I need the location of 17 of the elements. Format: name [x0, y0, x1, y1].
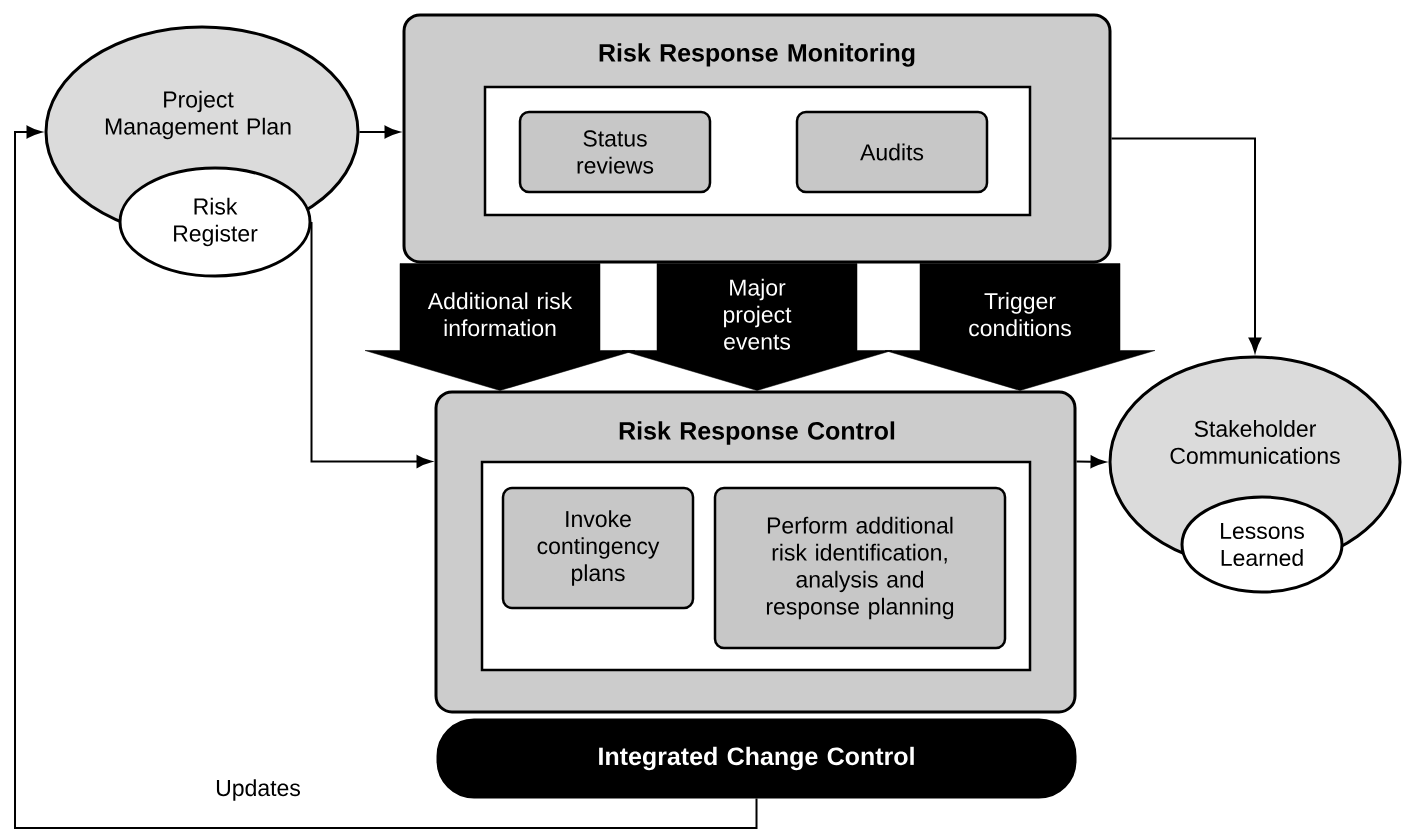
arrow [358, 125, 400, 139]
block-arrow [884, 263, 1156, 391]
edge-label: Major project events [724, 278, 792, 350]
arrow [310, 221, 432, 468]
edge-label: Additional risk information [427, 292, 573, 337]
process-bar: Integrated Change Control [436, 718, 1077, 799]
arrow [1110, 137, 1262, 353]
process-box: Perform additional risk identification, analysis and response planning [713, 486, 1007, 650]
process-box: Status reviews [518, 110, 712, 194]
process-box: Audits [795, 110, 989, 194]
process-box: Invoke contingency plans [501, 486, 695, 610]
arrow [1075, 455, 1106, 468]
ellipse-node: Lessons Learned [1180, 495, 1344, 594]
ellipse-node: Risk Register [118, 166, 312, 278]
arrow [14, 125, 758, 829]
edge-label: Updates [216, 779, 300, 801]
edge-label: Trigger conditions [969, 292, 1071, 337]
